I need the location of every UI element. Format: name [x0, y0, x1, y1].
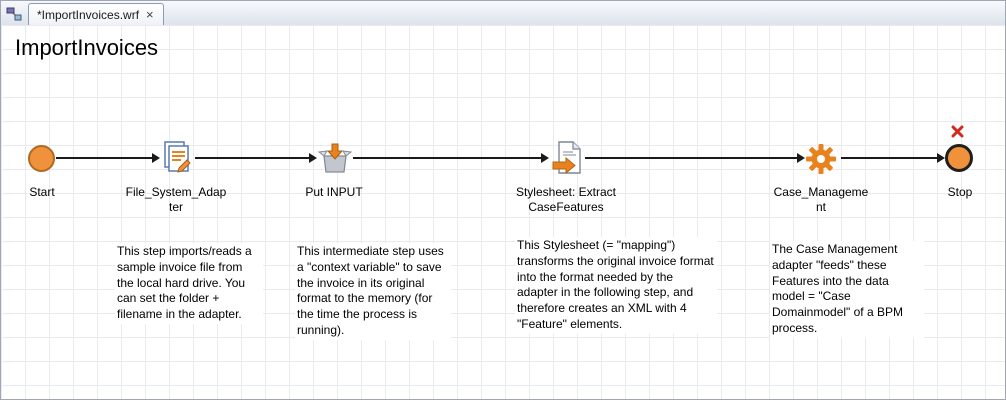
file-system-adapter-node[interactable]: [159, 141, 195, 180]
workflow-diagram-icon: [6, 6, 22, 22]
stop-node[interactable]: [945, 144, 973, 172]
arrowhead-icon: [797, 153, 805, 163]
stylesheet-node[interactable]: [549, 141, 585, 180]
document-stack-icon: [159, 141, 195, 179]
tab-label: *ImportInvoices.wrf: [37, 7, 140, 22]
tab-importinvoices[interactable]: *ImportInvoices.wrf ×: [28, 3, 164, 25]
note-put-input[interactable]: This intermediate step uses a "context v…: [295, 243, 451, 340]
error-x-icon: [951, 125, 964, 143]
put-input-node[interactable]: [317, 142, 353, 180]
note-case-management[interactable]: The Case Management adapter "feeds" thes…: [770, 241, 924, 338]
workflow-canvas[interactable]: ImportInvoices Start File_System_Adapter: [1, 25, 1005, 399]
tab-close-icon[interactable]: ×: [146, 7, 154, 22]
edge-start-to-fileadapter[interactable]: [56, 153, 160, 163]
arrowhead-icon: [541, 153, 549, 163]
note-stylesheet[interactable]: This Stylesheet (= "mapping") transforms…: [515, 237, 717, 334]
edge-stylesheet-to-casemgmt[interactable]: [585, 153, 805, 163]
arrowhead-icon: [309, 153, 317, 163]
start-node[interactable]: [28, 145, 55, 172]
gear-icon: [805, 144, 837, 179]
document-transform-icon: [549, 141, 585, 179]
edge-casemgmt-to-stop[interactable]: [841, 153, 945, 163]
node-label-file-system-adapter: File_System_Adapter: [125, 185, 227, 214]
tab-bar: *ImportInvoices.wrf ×: [1, 1, 1005, 26]
arrowhead-icon: [937, 153, 945, 163]
node-label-stop: Stop: [947, 185, 973, 199]
page-title: ImportInvoices: [15, 35, 159, 60]
node-label-put-input: Put INPUT: [305, 185, 363, 199]
edge-fileadapter-to-putinput[interactable]: [195, 153, 317, 163]
node-label-start: Start: [29, 185, 55, 199]
edge-putinput-to-stylesheet[interactable]: [353, 153, 549, 163]
arrowhead-icon: [152, 153, 160, 163]
node-label-case-management: Case_Management: [773, 185, 869, 214]
note-file-system-adapter[interactable]: This step imports/reads a sample invoice…: [115, 243, 263, 325]
box-input-icon: [317, 143, 353, 179]
node-label-stylesheet: Stylesheet: ExtractCaseFeatures: [515, 185, 617, 214]
case-management-node[interactable]: [805, 143, 837, 180]
